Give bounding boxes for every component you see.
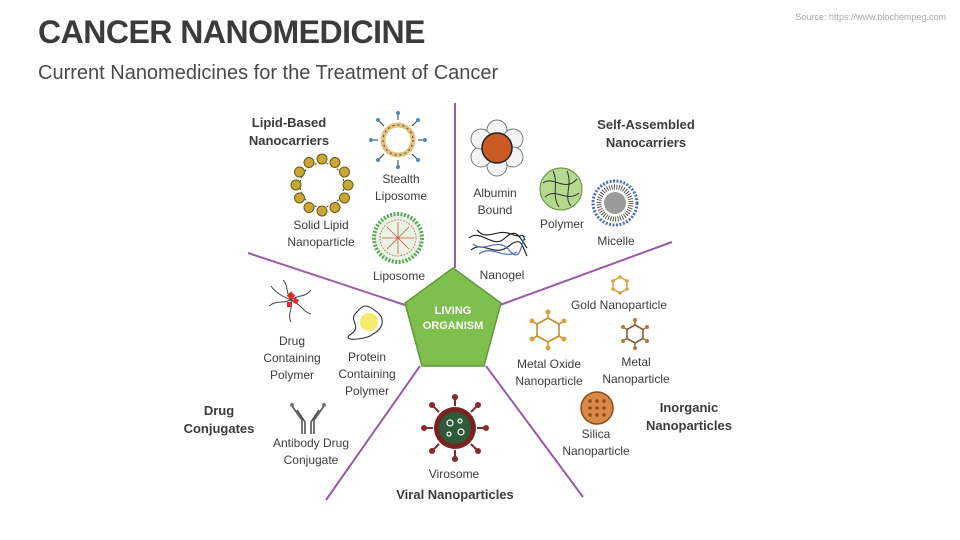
- label-gold-line1: Gold Nanoparticle: [570, 298, 668, 312]
- label-protein-line3: Polymer: [344, 384, 389, 398]
- label-solid-lipid: Solid Lipid Nanoparticle: [287, 217, 354, 251]
- label-drug-polymer-line2: Containing: [263, 351, 321, 365]
- label-polymer: Polymer: [540, 216, 584, 233]
- label-protein-line2: Containing: [338, 367, 396, 381]
- category-self-line1: Self-Assembled: [597, 117, 695, 132]
- label-protein-line1: Protein: [347, 350, 387, 364]
- category-inorganic-line1: Inorganic: [659, 400, 719, 415]
- label-metal-line2: Nanoparticle: [602, 372, 670, 386]
- label-gold: Gold Nanoparticle: [571, 297, 667, 314]
- divider-right: [499, 241, 673, 306]
- label-silica-line2: Nanoparticle: [562, 444, 630, 458]
- label-liposome: Liposome: [373, 268, 425, 285]
- label-nanogel: Nanogel: [480, 267, 525, 284]
- micelle-icon: [591, 179, 639, 227]
- category-viral-line1: Viral Nanoparticles: [396, 487, 514, 502]
- metal-nanoparticle-icon: [621, 318, 649, 350]
- living-organism-pentagon: [404, 267, 502, 367]
- virosome-icon: [421, 394, 489, 462]
- protein-containing-polymer-icon: [347, 305, 383, 340]
- label-polymer-line1: Polymer: [539, 217, 585, 231]
- label-silica-line1: Silica: [581, 427, 611, 441]
- center-label: LIVING ORGANISM: [423, 304, 484, 334]
- label-protein-polymer: Protein Containing Polymer: [338, 349, 395, 400]
- category-inorganic-line2: Nanoparticles: [646, 418, 732, 433]
- drug-containing-polymer-icon: [268, 279, 312, 323]
- stealth-liposome-icon: [369, 111, 427, 169]
- label-virosome: Virosome: [429, 466, 479, 483]
- label-antibody-line2: Conjugate: [283, 453, 339, 467]
- silica-nanoparticle-icon: [580, 391, 614, 425]
- page-title: CANCER NANOMEDICINE: [38, 14, 425, 50]
- polymer-icon: [539, 167, 583, 211]
- label-albumin-line1: Albumin: [473, 186, 517, 200]
- category-viral: Viral Nanoparticles: [396, 486, 514, 504]
- category-lipid-based: Lipid-Based Nanocarriers: [249, 114, 329, 150]
- label-stealth-line1: Stealth: [382, 172, 420, 186]
- category-lipid-line1: Lipid-Based: [251, 115, 327, 130]
- label-virosome-line1: Virosome: [428, 467, 480, 481]
- source-note: Source: https://www.biochempeg.com: [795, 12, 946, 22]
- label-albumin-line2: Bound: [477, 203, 513, 217]
- center-label-line1: LIVING: [434, 305, 472, 317]
- label-metal: Metal Nanoparticle: [602, 354, 669, 388]
- label-metal-oxide: Metal Oxide Nanoparticle: [515, 356, 582, 390]
- label-nanogel-line1: Nanogel: [479, 268, 525, 282]
- nanogel-icon: [468, 229, 528, 257]
- category-lipid-line2: Nanocarriers: [248, 133, 330, 148]
- label-solid-line1: Solid Lipid: [293, 218, 349, 232]
- label-metal-line1: Metal: [621, 355, 651, 369]
- label-drug-polymer-line3: Polymer: [269, 368, 314, 382]
- label-metal-oxide-line1: Metal Oxide: [516, 357, 582, 371]
- category-self-assembled: Self-Assembled Nanocarriers: [597, 116, 695, 152]
- label-antibody-line1: Antibody Drug: [272, 436, 350, 450]
- category-inorganic: Inorganic Nanoparticles: [646, 399, 732, 435]
- page-subtitle: Current Nanomedicines for the Treatment …: [38, 62, 499, 84]
- divider-left: [247, 252, 406, 306]
- label-solid-line2: Nanoparticle: [287, 235, 355, 249]
- solid-lipid-nanoparticle-icon: [290, 153, 354, 217]
- label-stealth-line2: Liposome: [374, 189, 428, 203]
- antibody-drug-conjugate-icon: [290, 403, 326, 434]
- category-drug-conjugates: Drug Conjugates: [184, 402, 255, 438]
- label-silica: Silica Nanoparticle: [562, 426, 629, 460]
- label-metal-oxide-line2: Nanoparticle: [515, 374, 583, 388]
- label-micelle: Micelle: [597, 233, 634, 250]
- category-self-line2: Nanocarriers: [605, 135, 687, 150]
- center-label-line2: ORGANISM: [422, 320, 484, 332]
- divider-bottom-right: [485, 365, 584, 498]
- divider-lines: [247, 103, 673, 501]
- albumin-bound-icon: [470, 119, 524, 177]
- label-antibody: Antibody Drug Conjugate: [273, 435, 349, 469]
- metal-oxide-nanoparticle-icon: [529, 309, 567, 351]
- gold-nanoparticle-icon: [611, 275, 629, 295]
- label-liposome-line1: Liposome: [372, 269, 426, 283]
- label-micelle-line1: Micelle: [597, 234, 635, 248]
- category-drug-line2: Conjugates: [183, 421, 255, 436]
- liposome-icon: [372, 212, 424, 264]
- category-drug-line1: Drug: [203, 403, 235, 418]
- label-stealth-liposome: Stealth Liposome: [375, 171, 427, 205]
- divider-bottom-left: [325, 365, 421, 501]
- label-albumin-bound: Albumin Bound: [473, 185, 516, 219]
- label-drug-polymer-line1: Drug: [278, 334, 305, 348]
- label-drug-polymer: Drug Containing Polymer: [263, 333, 320, 384]
